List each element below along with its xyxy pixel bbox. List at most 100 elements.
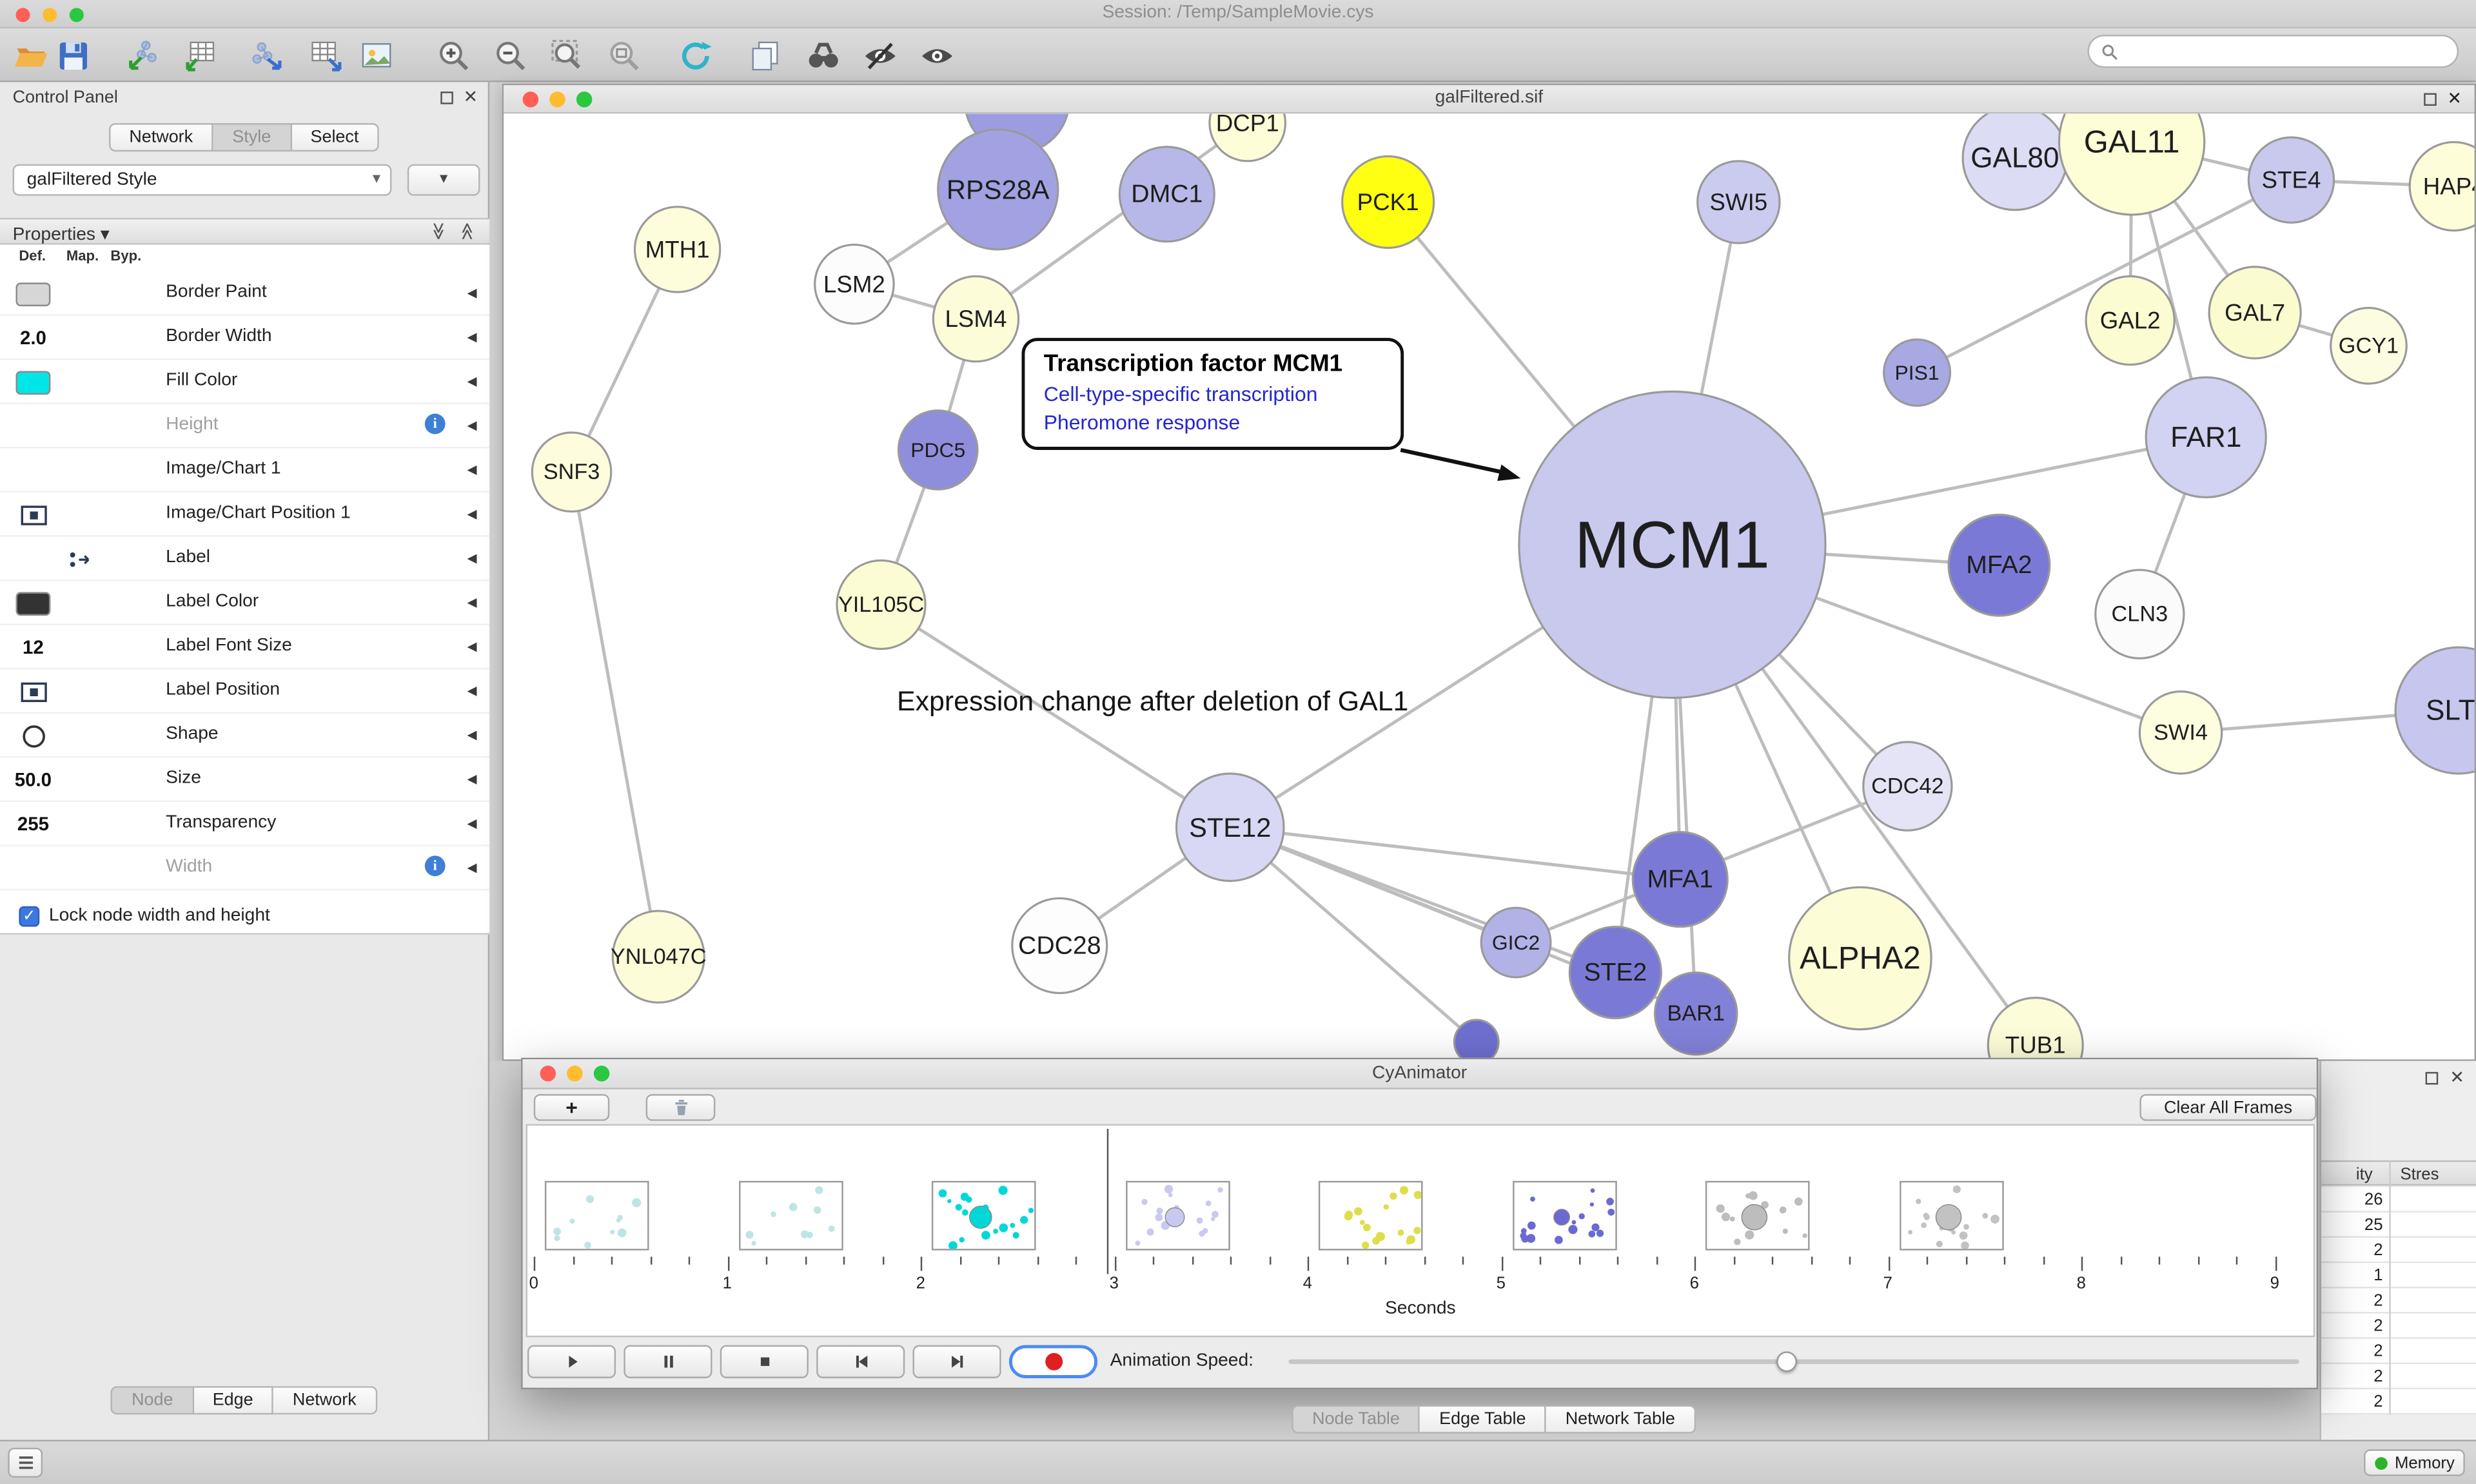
- export-network-icon[interactable]: [242, 32, 292, 79]
- animation-speed-slider[interactable]: [1288, 1351, 2299, 1372]
- frame-thumbnail-0[interactable]: [544, 1180, 649, 1251]
- import-table-icon[interactable]: [173, 32, 224, 79]
- table-row[interactable]: 2: [2321, 1389, 2476, 1415]
- table-tab-network-table[interactable]: Network Table: [1546, 1405, 1696, 1434]
- style-select[interactable]: galFiltered Style ▾: [12, 164, 392, 196]
- mapping-cell[interactable]: [60, 320, 101, 355]
- info-icon[interactable]: i: [424, 855, 446, 877]
- network-zoom-button[interactable]: [576, 92, 593, 108]
- delete-frame-button[interactable]: [645, 1094, 716, 1121]
- property-row-label[interactable]: Label◀: [0, 537, 490, 581]
- float-table-icon[interactable]: [2422, 1069, 2441, 1088]
- frame-thumbnail-6[interactable]: [1705, 1180, 1810, 1251]
- node-FAR1[interactable]: [2145, 376, 2267, 499]
- node-MTH1[interactable]: [633, 206, 722, 293]
- default-value-cell[interactable]: [13, 851, 54, 886]
- mapping-cell[interactable]: [60, 542, 101, 576]
- edge-STE12-MFA1[interactable]: [1230, 825, 1680, 881]
- node-HAP4[interactable]: [2408, 141, 2475, 232]
- float-view-icon[interactable]: [2424, 90, 2437, 111]
- expand-row-icon[interactable]: ◀: [467, 551, 477, 565]
- table-row[interactable]: 2: [2321, 1339, 2476, 1364]
- node-DCP1[interactable]: [1208, 113, 1287, 162]
- mapping-cell[interactable]: [60, 497, 101, 532]
- node-MFA2[interactable]: [1947, 513, 2051, 617]
- expand-row-icon[interactable]: ◀: [467, 816, 477, 831]
- pause-button[interactable]: [624, 1345, 712, 1378]
- expand-row-icon[interactable]: ◀: [467, 595, 477, 610]
- property-row-shape[interactable]: Shape◀: [0, 714, 490, 758]
- search-box[interactable]: [2087, 34, 2459, 68]
- panel-tab-network[interactable]: Network: [273, 1386, 377, 1415]
- node-MFA1[interactable]: [1631, 831, 1729, 928]
- skip-end-button[interactable]: [912, 1345, 1001, 1378]
- clear-all-frames-button[interactable]: Clear All Frames: [2139, 1094, 2317, 1121]
- default-value-cell[interactable]: 12: [23, 636, 44, 659]
- float-panel-icon[interactable]: [437, 88, 456, 107]
- add-frame-button[interactable]: +: [533, 1094, 610, 1121]
- frame-thumbnail-7[interactable]: [1898, 1180, 2003, 1251]
- node-BAR1[interactable]: [1653, 971, 1738, 1056]
- expand-all-icon[interactable]: ≫: [429, 222, 448, 240]
- mapping-cell[interactable]: [60, 763, 101, 797]
- expand-row-icon[interactable]: ◀: [467, 462, 477, 477]
- expand-row-icon[interactable]: ◀: [467, 772, 477, 786]
- show-panels-button[interactable]: [8, 1447, 43, 1478]
- node-YNL047C[interactable]: [611, 910, 705, 1004]
- property-row-image-chart-1[interactable]: Image/Chart 1◀: [0, 449, 490, 493]
- default-value-cell[interactable]: [13, 674, 54, 709]
- table-row[interactable]: 25: [2321, 1213, 2476, 1238]
- table-row[interactable]: 26: [2321, 1187, 2476, 1213]
- mapping-cell[interactable]: [60, 277, 101, 311]
- hide-selected-icon[interactable]: [854, 32, 905, 79]
- node-SNF3[interactable]: [531, 431, 613, 513]
- lock-checkbox[interactable]: ✓: [19, 905, 40, 926]
- network-canvas[interactable]: RPS28BDCP1RPS28ADMC1PCK1SWI5GAL80GAL11ST…: [504, 113, 2475, 1060]
- properties-header[interactable]: Properties ▾ ≫ ≫: [0, 217, 490, 245]
- annotation-box[interactable]: Transcription factor MCM1 Cell-type-spec…: [1021, 338, 1404, 450]
- default-value-cell[interactable]: [13, 497, 54, 532]
- bypass-cell[interactable]: [104, 763, 146, 797]
- expand-row-icon[interactable]: ◀: [467, 727, 477, 743]
- frame-thumbnail-4[interactable]: [1318, 1180, 1423, 1251]
- cyanimator-zoom-button[interactable]: [593, 1066, 610, 1082]
- node-STE2[interactable]: [1568, 925, 1662, 1020]
- tab-select[interactable]: Select: [291, 123, 380, 152]
- close-table-icon[interactable]: ✕: [2450, 1068, 2464, 1088]
- zoom-out-icon[interactable]: [485, 32, 535, 79]
- node-PDC5[interactable]: [897, 409, 979, 491]
- edge-YIL105C-STE12[interactable]: [880, 603, 1232, 829]
- default-value-cell[interactable]: 255: [17, 813, 49, 835]
- node-STE4[interactable]: [2247, 136, 2335, 224]
- network-window-titlebar[interactable]: galFiltered.sif ✕: [504, 85, 2475, 114]
- bypass-cell[interactable]: [104, 365, 146, 400]
- property-row-image-chart-position-1[interactable]: Image/Chart Position 1◀: [0, 493, 490, 537]
- table-row[interactable]: 2: [2321, 1314, 2476, 1339]
- node-GCY1[interactable]: [2330, 306, 2408, 385]
- node-ALPHA2[interactable]: [1788, 886, 1932, 1031]
- expand-row-icon[interactable]: ◀: [467, 374, 477, 389]
- default-value-cell[interactable]: [13, 542, 54, 576]
- expand-row-icon[interactable]: ◀: [467, 639, 477, 654]
- property-row-fill-color[interactable]: Fill Color◀: [0, 360, 490, 404]
- table-row[interactable]: 2: [2321, 1364, 2476, 1390]
- mapping-cell[interactable]: [60, 718, 101, 753]
- expand-row-icon[interactable]: ◀: [467, 683, 477, 698]
- default-value-cell[interactable]: [13, 586, 54, 621]
- panel-tab-edge[interactable]: Edge: [193, 1386, 274, 1415]
- search-input[interactable]: [2125, 40, 2442, 63]
- expand-row-icon[interactable]: ◀: [467, 286, 477, 300]
- edge-SNF3-YNL047C[interactable]: [570, 471, 660, 957]
- save-session-icon[interactable]: [47, 32, 97, 79]
- expand-row-icon[interactable]: ◀: [467, 507, 477, 522]
- node-CDC28[interactable]: [1011, 897, 1108, 995]
- bypass-cell[interactable]: [104, 806, 146, 841]
- node-RPS28A[interactable]: [937, 128, 1059, 251]
- mapping-cell[interactable]: [60, 630, 101, 665]
- default-value-cell[interactable]: 50.0: [14, 768, 52, 791]
- node-PCK1[interactable]: [1341, 155, 1435, 249]
- network-close-button[interactable]: [522, 92, 539, 108]
